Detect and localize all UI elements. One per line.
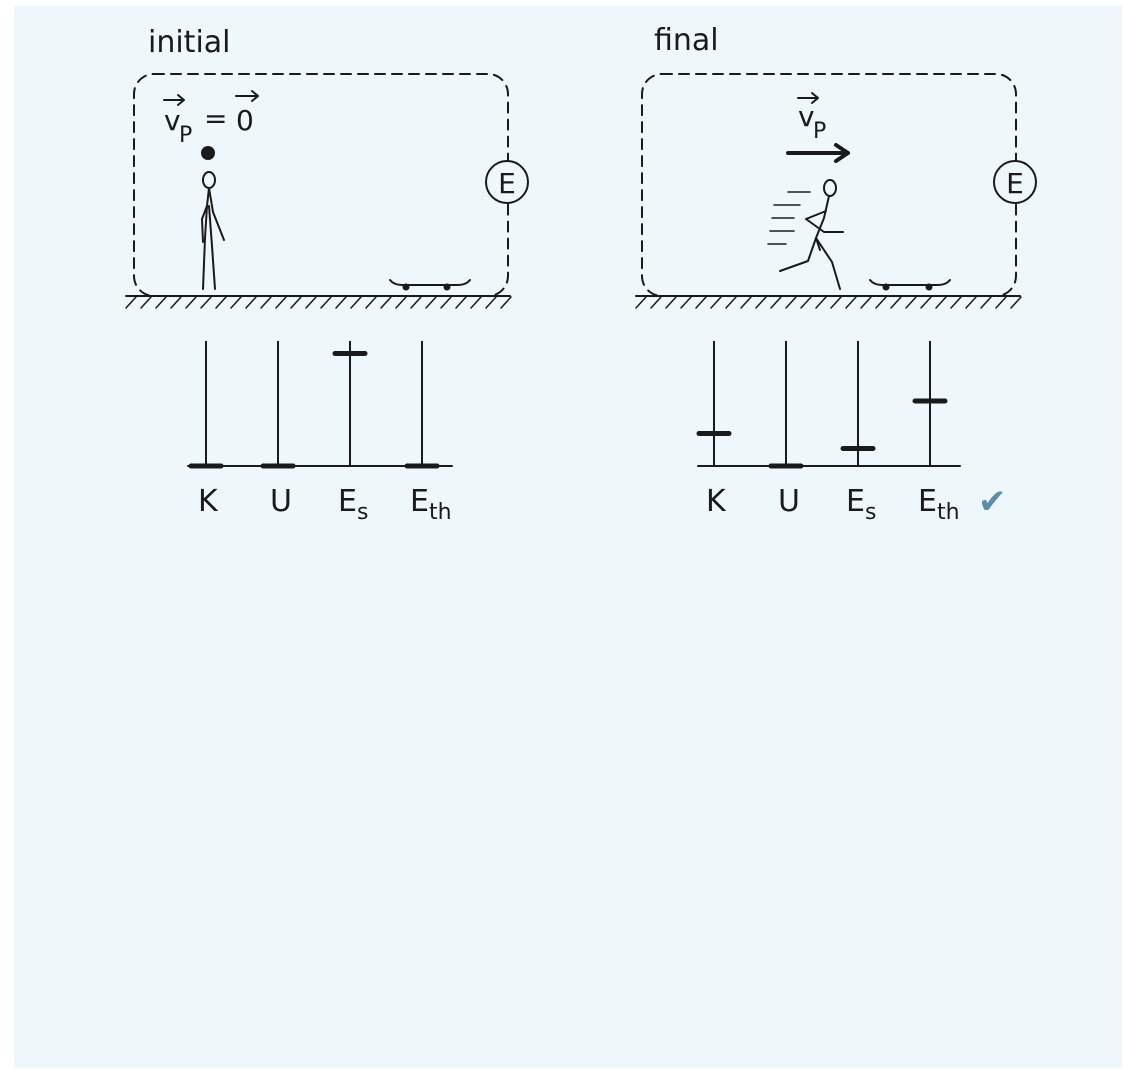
bar-label-subscript: th: [937, 500, 960, 525]
energy-diagram: initial v P = 0: [125, 23, 1037, 525]
initial-title: initial: [148, 25, 231, 60]
bar-label: U: [778, 484, 800, 519]
running-person-icon: [767, 179, 844, 290]
final-panel: final v P E: [635, 23, 1037, 525]
environment-label: E: [1006, 167, 1024, 200]
velocity-subscript: P: [813, 119, 826, 144]
bar-label: Es: [846, 484, 876, 525]
vector-arrow-icon: [797, 92, 819, 104]
environment-icon: E: [993, 160, 1037, 204]
standing-person-icon: [201, 171, 225, 290]
bar-label-subscript: th: [429, 500, 452, 525]
bar-label: K: [198, 484, 219, 519]
bar-label-subscript: s: [865, 500, 876, 525]
velocity-subscript: P: [179, 123, 192, 148]
diagram-canvas: initial v P = 0: [14, 6, 1122, 1068]
equals-sign: =: [204, 102, 227, 135]
bar-label: Es: [338, 484, 368, 525]
particle-dot-icon: [201, 146, 215, 160]
skateboard-icon: [869, 279, 951, 291]
velocity-symbol: v: [164, 104, 181, 137]
initial-bar-chart: K U Es Eth: [187, 341, 453, 525]
ground: [635, 295, 1022, 309]
system-boundary: [641, 73, 1017, 297]
environment-label: E: [498, 167, 516, 200]
final-bar-chart: K U Es Eth: [696, 341, 961, 525]
check-mark-icon: ✔: [978, 482, 1007, 522]
vector-arrow-icon: [163, 94, 185, 106]
velocity-arrow-icon: [786, 143, 850, 163]
bar-label: K: [706, 484, 727, 519]
bar-label: Eth: [918, 484, 960, 525]
zero-vector: 0: [236, 104, 254, 137]
velocity-label: v P = 0: [163, 90, 259, 148]
velocity-label: v P: [797, 92, 826, 144]
environment-icon: E: [485, 160, 529, 204]
initial-panel: initial v P = 0: [125, 25, 529, 525]
final-title: final: [654, 23, 719, 58]
bar-label-subscript: s: [357, 500, 368, 525]
bar-label: U: [270, 484, 292, 519]
ground: [125, 295, 512, 309]
vector-arrow-icon: [235, 90, 259, 102]
skateboard-icon: [389, 279, 471, 291]
system-boundary: [133, 73, 509, 297]
bar-label: Eth: [410, 484, 452, 525]
velocity-symbol: v: [798, 100, 815, 133]
